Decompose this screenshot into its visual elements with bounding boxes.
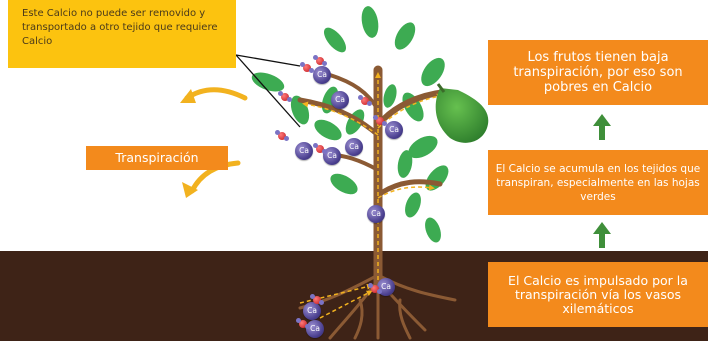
water-molecule-icon xyxy=(313,55,327,67)
water-molecule-icon xyxy=(358,95,372,107)
calcium-ion-icon: Ca xyxy=(331,91,349,109)
water-molecule-icon xyxy=(313,143,327,155)
curved-arrow-heads xyxy=(180,89,198,198)
water-molecule-icon xyxy=(296,318,310,330)
step-accumulation: El Calcio se acumula en los tejidos que … xyxy=(488,150,708,215)
calcium-ion-icon: Ca xyxy=(295,142,313,160)
calcium-ion-icon: Ca xyxy=(345,138,363,156)
water-molecule-icon xyxy=(368,283,382,295)
water-molecule-icon xyxy=(373,115,387,127)
immobile-calcium-callout: Este Calcio no puede ser removido y tran… xyxy=(8,0,236,68)
curved-arrow-icon xyxy=(184,87,248,194)
avocado-fruit-icon xyxy=(435,83,489,143)
water-molecule-icon xyxy=(300,62,314,74)
step-fruits: Los frutos tienen baja transpiración, po… xyxy=(488,40,708,105)
transpiration-label: Transpiración xyxy=(86,146,228,170)
calcium-ion-icon: Ca xyxy=(303,302,321,320)
water-molecule-icon xyxy=(275,130,289,142)
leaves xyxy=(251,6,449,243)
calcium-ion-icon: Ca xyxy=(313,66,331,84)
water-molecule-icon xyxy=(310,294,324,306)
up-arrow-icon xyxy=(593,114,611,248)
step-xylem-transport: El Calcio es impulsado por la transpirac… xyxy=(488,262,708,327)
calcium-ion-icon: Ca xyxy=(306,320,324,338)
calcium-ion-icon: Ca xyxy=(367,205,385,223)
calcium-ion-icon: Ca xyxy=(323,147,341,165)
callout-lines xyxy=(235,54,301,128)
calcium-ion-icon: Ca xyxy=(385,121,403,139)
water-molecule-icon xyxy=(278,91,292,103)
